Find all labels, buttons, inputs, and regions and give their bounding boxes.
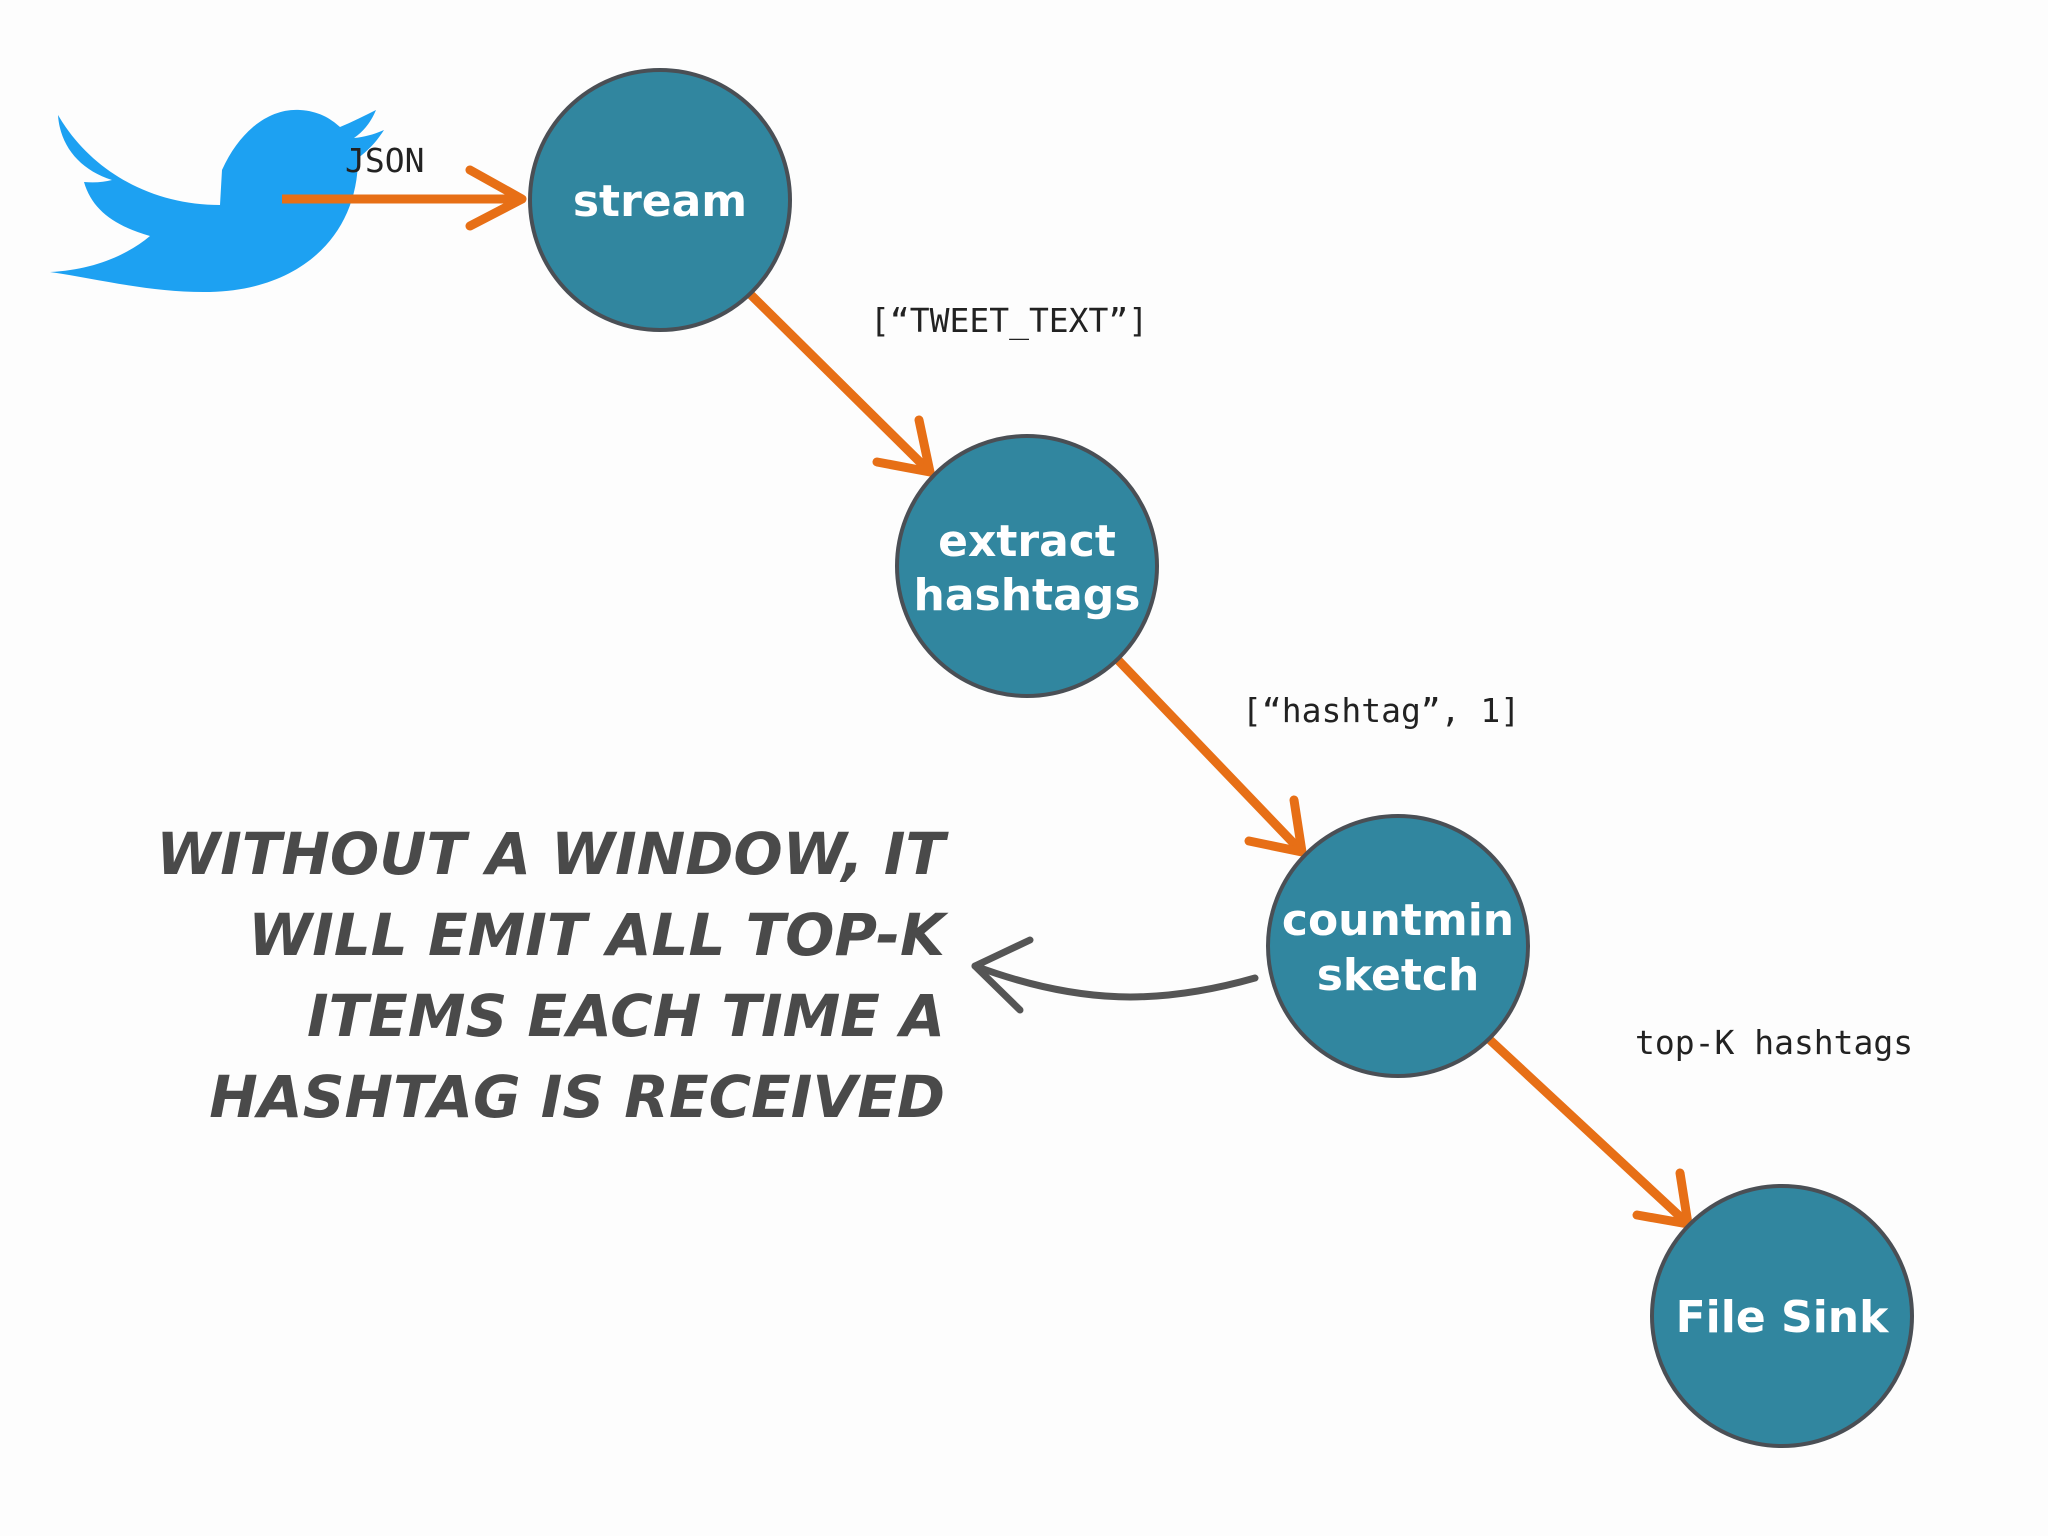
edge-label-tweet-text: [“TWEET_TEXT”] [870,301,1148,341]
edge-source-to-stream [282,165,527,231]
node-circle [1650,1184,1914,1448]
annotation-arrowhead [971,936,1034,1014]
node-stream: stream [528,68,792,332]
annotation-line-3: ITEMS EACH TIME A [307,982,945,1050]
node-file-sink: File Sink [1650,1184,1914,1448]
node-extract-hashtags: extract hashtags [895,434,1159,698]
node-circle [1266,814,1530,1078]
annotation-line-2: WILL EMIT ALL TOP-K [248,901,949,969]
node-countmin-sketch: countmin sketch [1266,814,1530,1078]
node-circle [528,68,792,332]
edge-label-json: JSON [345,141,424,180]
edge-extract-to-countmin [1114,656,1307,857]
annotation-line-4: HASHTAG IS RECEIVED [209,1063,945,1131]
arrowhead [1244,795,1307,857]
annotation-arrow-curve [971,962,1259,1001]
annotation-line-1: WITHOUT A WINDOW, IT [156,820,949,888]
node-label: stream [573,176,747,227]
edge-label-hashtag-count: [“hashtag”, 1] [1242,691,1520,730]
twitter-bird-icon [50,109,384,293]
arrowhead [872,415,935,477]
node-label-line-2: sketch [1317,950,1480,1001]
edge-stream-to-extract [744,288,935,477]
edge-label-topk: top-K hashtags [1635,1023,1913,1062]
arrowhead [465,165,527,231]
node-circle [895,434,1159,698]
node-label-line-2: hashtags [914,570,1141,621]
edge-countmin-to-sink [1486,1036,1693,1229]
annotation-note: WITHOUT A WINDOW, IT WILL EMIT ALL TOP-K… [156,820,949,1131]
edge-line [1486,1036,1692,1228]
node-label-line-1: countmin [1282,895,1514,946]
node-label-line-1: extract [938,516,1116,567]
node-label: File Sink [1676,1292,1890,1343]
edge-line [744,288,934,476]
edge-line [1114,656,1306,856]
annotation-arrow [971,936,1259,1014]
